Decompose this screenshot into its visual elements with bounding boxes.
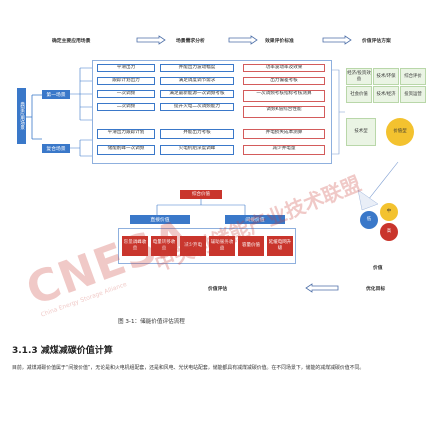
table-cell: 火电机组深度调峰: [160, 145, 234, 155]
right-arrow-icon: [228, 35, 258, 45]
tree-connector: [156, 199, 246, 215]
section-paragraph: 目前，减煤减碳价值属于“间接价值”，无论是和火电机组配套，还是和风电、光伏电站配…: [12, 365, 365, 371]
value-leaf: 容量调峰收益: [122, 236, 148, 256]
grid-cell: 社会价值: [346, 86, 372, 103]
grid-cell: 综合评价: [400, 68, 426, 85]
evaluation-grid: 经济/投资效益 技术/环保 综合评价 社会价值 技术/经济 投资运营: [346, 68, 426, 104]
table-cell: 功率波动率及效果: [243, 64, 325, 72]
grid-cell: 技术/环保: [373, 68, 399, 85]
table-cell: 减少弃电量: [243, 145, 325, 155]
table-cell: 储能削峰一次调频: [97, 145, 155, 155]
value-leaf: 减少弃电: [180, 236, 206, 256]
value-circle: 高: [380, 223, 398, 241]
table-cell: 一次调频考核指标考核测算: [243, 90, 325, 102]
table-cell: 调频K值综合性能: [243, 106, 325, 118]
value-leaf: 辅助服务收益: [209, 236, 235, 256]
table-cell: 提升火电二次调频能力: [160, 103, 234, 111]
right-arrow-icon: [322, 35, 352, 45]
table-cell: 平滑出力: [97, 64, 155, 72]
table-cell: 二次调频: [97, 103, 155, 111]
value-circle-cluster: 低 中 高: [360, 203, 406, 243]
value-leaf: 容量价值: [238, 236, 264, 256]
value-root: 综合价值: [180, 190, 222, 199]
table-cell: 一次调频: [97, 90, 155, 98]
scenario-2-label: 复合场景: [42, 144, 70, 153]
right-arrow-icon: [136, 35, 166, 45]
bracket-icon: [332, 69, 345, 155]
branch-direct: 直接价值: [130, 215, 190, 224]
table-cell: 平滑出力跟踪计划: [97, 129, 155, 139]
flow-step-3: 效果评价标准: [265, 39, 294, 44]
bottom-right-label: 优化目标: [366, 287, 386, 292]
scenario-vertical-label: 典型应用场景: [17, 88, 26, 144]
value-circle: 中: [380, 203, 398, 221]
table-cell: 出力偏差考核: [243, 77, 325, 85]
type-label-value: 价值型: [386, 118, 414, 146]
flow-step-1: 确定主要应用场景: [52, 39, 91, 44]
figure-caption: 图 3-1：储能价值评估流程: [118, 319, 185, 325]
grid-cell: 经济/投资效益: [346, 68, 372, 85]
value-leaf: 延缓电网升级: [267, 236, 293, 256]
flow-step-2: 场景需求分析: [176, 39, 205, 44]
connector-lines: [70, 67, 92, 157]
table-cell: 满足调度调节需求: [160, 77, 234, 85]
grid-cell: 投资运营: [400, 86, 426, 103]
scenario-1-label: 第一场景: [42, 90, 70, 99]
table-cell: 跟踪计划出力: [97, 77, 155, 85]
bottom-left-label: 价值评估: [208, 287, 228, 292]
flow-step-4: 价值评估方案: [362, 39, 391, 44]
table-cell: 弃能出力波动幅度: [160, 64, 234, 72]
value-circle: 低: [360, 211, 378, 229]
grid-cell: 技术/经济: [373, 86, 399, 103]
type-label-tech: 技术型: [346, 118, 376, 146]
circle-label: 价值: [373, 266, 383, 271]
table-cell: 弃能出力考核: [160, 129, 234, 139]
section-heading: 3.1.3 减煤减碳价值计算: [12, 346, 113, 356]
table-cell: 满足最新能源一次调频考核: [160, 90, 234, 98]
branch-indirect: 间接价值: [225, 215, 285, 224]
down-arrow-icon: [357, 161, 399, 211]
left-arrow-icon: [305, 283, 339, 293]
value-leaf: 电量转移收益: [151, 236, 177, 256]
bracket-icon: [26, 94, 42, 140]
table-cell: 弃电损失成本测算: [243, 129, 325, 139]
